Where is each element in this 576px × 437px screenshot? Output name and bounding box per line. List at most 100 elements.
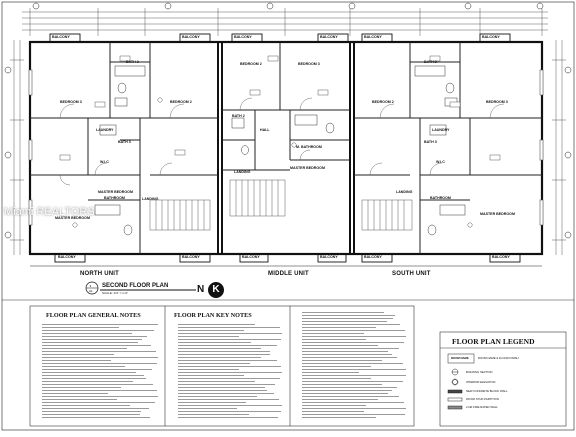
key-notes-title: FLOOR PLAN KEY NOTES (174, 312, 252, 319)
north-balcony-top2-label: BALCONY (182, 35, 200, 39)
note-text-line (42, 351, 156, 353)
note-text-line (302, 321, 387, 323)
north-balcony-bottom-label: BALCONY (58, 255, 76, 259)
note-text-line (42, 372, 136, 374)
note-text-line (42, 396, 158, 398)
note-text-line (302, 396, 399, 398)
north-master-bathroom-label: BATHROOM (104, 196, 125, 200)
note-text-line (42, 324, 158, 326)
south-balcony-bottom2-label: BALCONY (492, 255, 510, 259)
note-text-line (178, 384, 275, 386)
legend-item-fire-rated: 2 HR FIRE RATED WALL (466, 405, 498, 409)
south-bedroom3-label: BEDROOM 3 (486, 100, 508, 104)
north-master-bedroom-label: MASTER BEDROOM (98, 190, 133, 194)
north-arrow-icon: K (208, 282, 224, 298)
legend-symbols (447, 353, 475, 410)
note-text-line (178, 345, 277, 347)
north-balcony-bottom2-label: BALCONY (182, 255, 200, 259)
middle-unit-title: MIDDLE UNIT (268, 271, 309, 277)
note-text-line (302, 312, 384, 314)
legend-item-building-section: BUILDING SECTION (466, 370, 493, 374)
note-text-line (42, 381, 133, 383)
note-text-line (302, 354, 392, 356)
note-text-line (178, 351, 270, 353)
south-unit-title: SOUTH UNIT (392, 271, 431, 277)
note-text-line (302, 372, 359, 374)
north-wic-label: W.I.C (100, 160, 109, 164)
note-text-line (178, 327, 280, 329)
note-text-line (42, 375, 144, 377)
note-text-line (302, 351, 388, 353)
note-text-line (178, 372, 282, 374)
north-unit-title: NORTH UNIT (80, 271, 119, 277)
windows (28, 69, 544, 226)
note-text-line (302, 390, 392, 392)
note-text-line (42, 339, 142, 341)
legend-room-name-tag: ROOM NAME (451, 356, 469, 360)
note-text-line (42, 330, 154, 332)
note-text-line (178, 360, 277, 362)
middle-balcony-bottom2-label: BALCONY (320, 255, 338, 259)
north-bath3-label: BATH 3 (118, 140, 131, 144)
note-text-line (178, 378, 280, 380)
note-text-line (42, 366, 125, 368)
note-text-line (302, 363, 403, 365)
note-text-line (42, 357, 158, 359)
note-text-line (178, 402, 246, 404)
middle-landing-label: LANDING (234, 170, 251, 174)
note-text-line (42, 369, 152, 371)
middle-balcony-top-label: BALCONY (234, 35, 252, 39)
note-text-line (302, 333, 364, 335)
note-text-line (302, 384, 382, 386)
note-text-line (178, 375, 244, 377)
note-text-line (178, 408, 237, 410)
legend-item-concrete-block: NEW CONCRETE BLOCK WALL (466, 389, 508, 393)
stairs (149, 179, 413, 231)
top-dimension-lines (22, 8, 548, 36)
legend-item-room-name: ROOM NAME & FLOOR FINISH (478, 356, 519, 360)
sheet-number: A1 (89, 289, 93, 293)
note-text-line (42, 399, 117, 401)
note-text-line (178, 399, 279, 401)
note-text-line (302, 360, 382, 362)
south-bath3-label: BATH 3 (424, 140, 437, 144)
note-text-line (302, 324, 400, 326)
watermark-text: Miami REALTORS (4, 206, 95, 218)
note-text-line (178, 333, 282, 335)
note-text-line (302, 369, 406, 371)
note-text-line (178, 387, 265, 389)
note-text-line (302, 336, 406, 338)
note-text-line (302, 387, 397, 389)
note-text-line (302, 399, 378, 401)
north-bedroom2-label: BEDROOM 2 (170, 100, 192, 104)
south-master-bedroom-label: MASTER BEDROOM (480, 212, 515, 216)
note-text-line (42, 405, 130, 407)
note-text-line (302, 378, 371, 380)
balconies (49, 33, 521, 263)
note-text-line (302, 414, 405, 416)
plan-title: SECOND FLOOR PLAN (102, 283, 169, 289)
note-text-line (178, 381, 255, 383)
note-text-line (302, 417, 376, 419)
note-text-line (178, 339, 281, 341)
note-text-line (178, 324, 255, 326)
legend-frame (439, 331, 567, 427)
middle-bedroom2-label: BEDROOM 2 (240, 62, 262, 66)
note-text-line (42, 354, 114, 356)
note-text-line (42, 387, 121, 389)
note-text-line (178, 405, 282, 407)
plan-title-marker (85, 281, 196, 295)
grid-bubbles (4, 2, 572, 239)
north-letter: N (197, 284, 205, 295)
note-text-line (178, 363, 250, 365)
note-text-line (302, 402, 404, 404)
note-text-line (178, 366, 281, 368)
south-landing-label: LANDING (396, 190, 413, 194)
note-text-line (42, 417, 150, 419)
south-bath2-label: BATH 2 (424, 60, 437, 64)
note-text-line (302, 339, 366, 341)
note-text-line (302, 345, 378, 347)
note-text-line (42, 348, 127, 350)
note-text-line (302, 408, 406, 410)
